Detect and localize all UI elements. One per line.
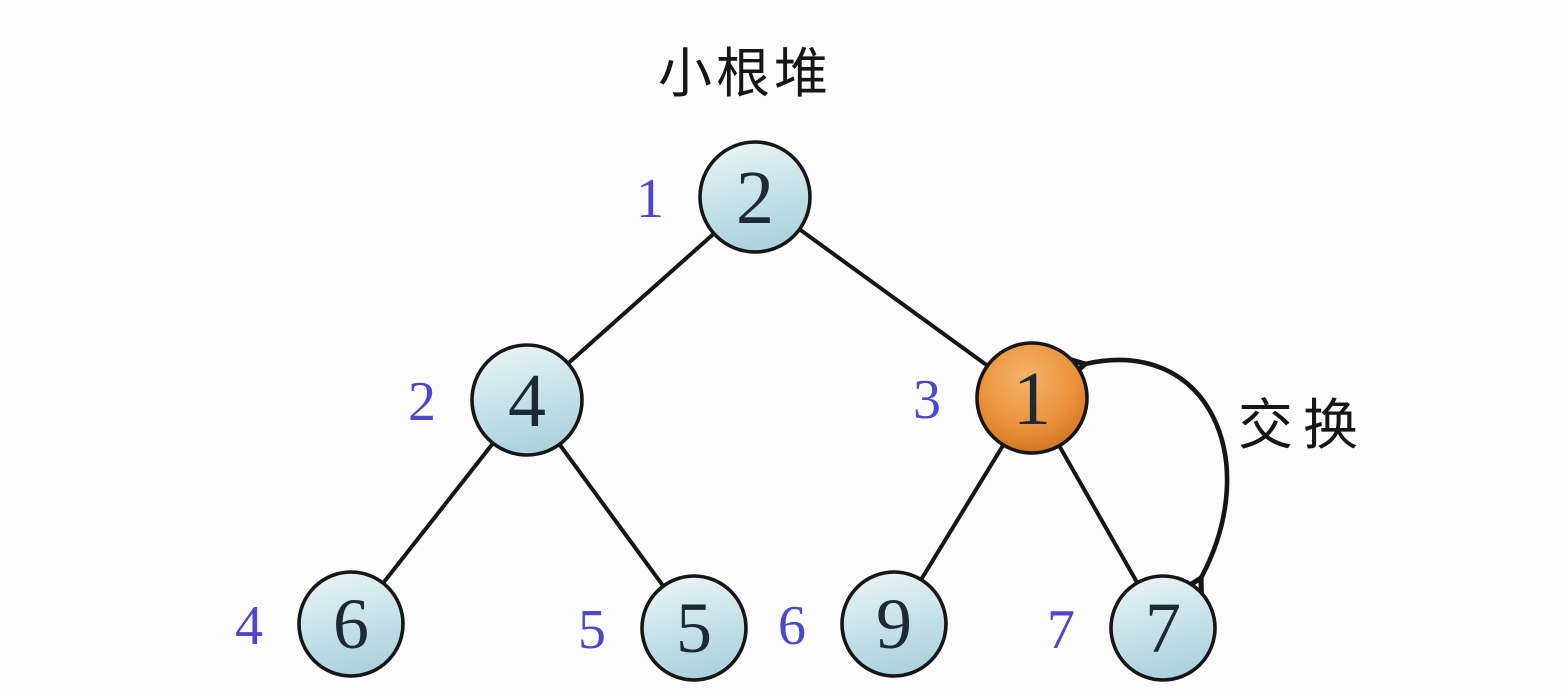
heap-node-value-5: 55 <box>578 574 748 682</box>
node-circle <box>1109 574 1217 682</box>
node-circle <box>470 343 584 457</box>
node-value: 4 <box>508 359 546 443</box>
node-index: 2 <box>408 371 436 433</box>
node-value: 7 <box>1145 588 1181 668</box>
node-value: 1 <box>1013 357 1051 441</box>
node-index: 4 <box>235 595 263 657</box>
swap-arrow-curve <box>1048 351 1230 616</box>
diagram-title: 小根堆 <box>658 44 832 104</box>
node-value: 6 <box>333 584 369 664</box>
heap-node-value-2: 21 <box>636 140 812 254</box>
node-index: 3 <box>913 369 941 431</box>
node-value: 2 <box>736 156 774 240</box>
node-circle <box>640 574 748 682</box>
node-circle-highlighted <box>975 341 1089 455</box>
node-circle <box>297 570 405 678</box>
node-index: 5 <box>578 599 606 661</box>
heap-node-value-6: 64 <box>235 570 405 678</box>
node-index: 7 <box>1047 599 1075 661</box>
node-circle <box>840 570 948 678</box>
swap-label: 交换 <box>1238 395 1368 456</box>
node-value: 9 <box>876 584 912 664</box>
node-index: 1 <box>636 168 664 230</box>
node-circle <box>698 140 812 254</box>
node-index: 6 <box>778 595 806 657</box>
heap-node-value-7: 77 <box>1047 574 1217 682</box>
heap-node-value-1: 13 <box>913 341 1089 455</box>
tree-edge-n1-n3 <box>753 195 1034 400</box>
heap-node-value-4: 42 <box>408 343 584 457</box>
heap-node-value-9: 96 <box>778 570 948 678</box>
node-value: 5 <box>676 588 712 668</box>
